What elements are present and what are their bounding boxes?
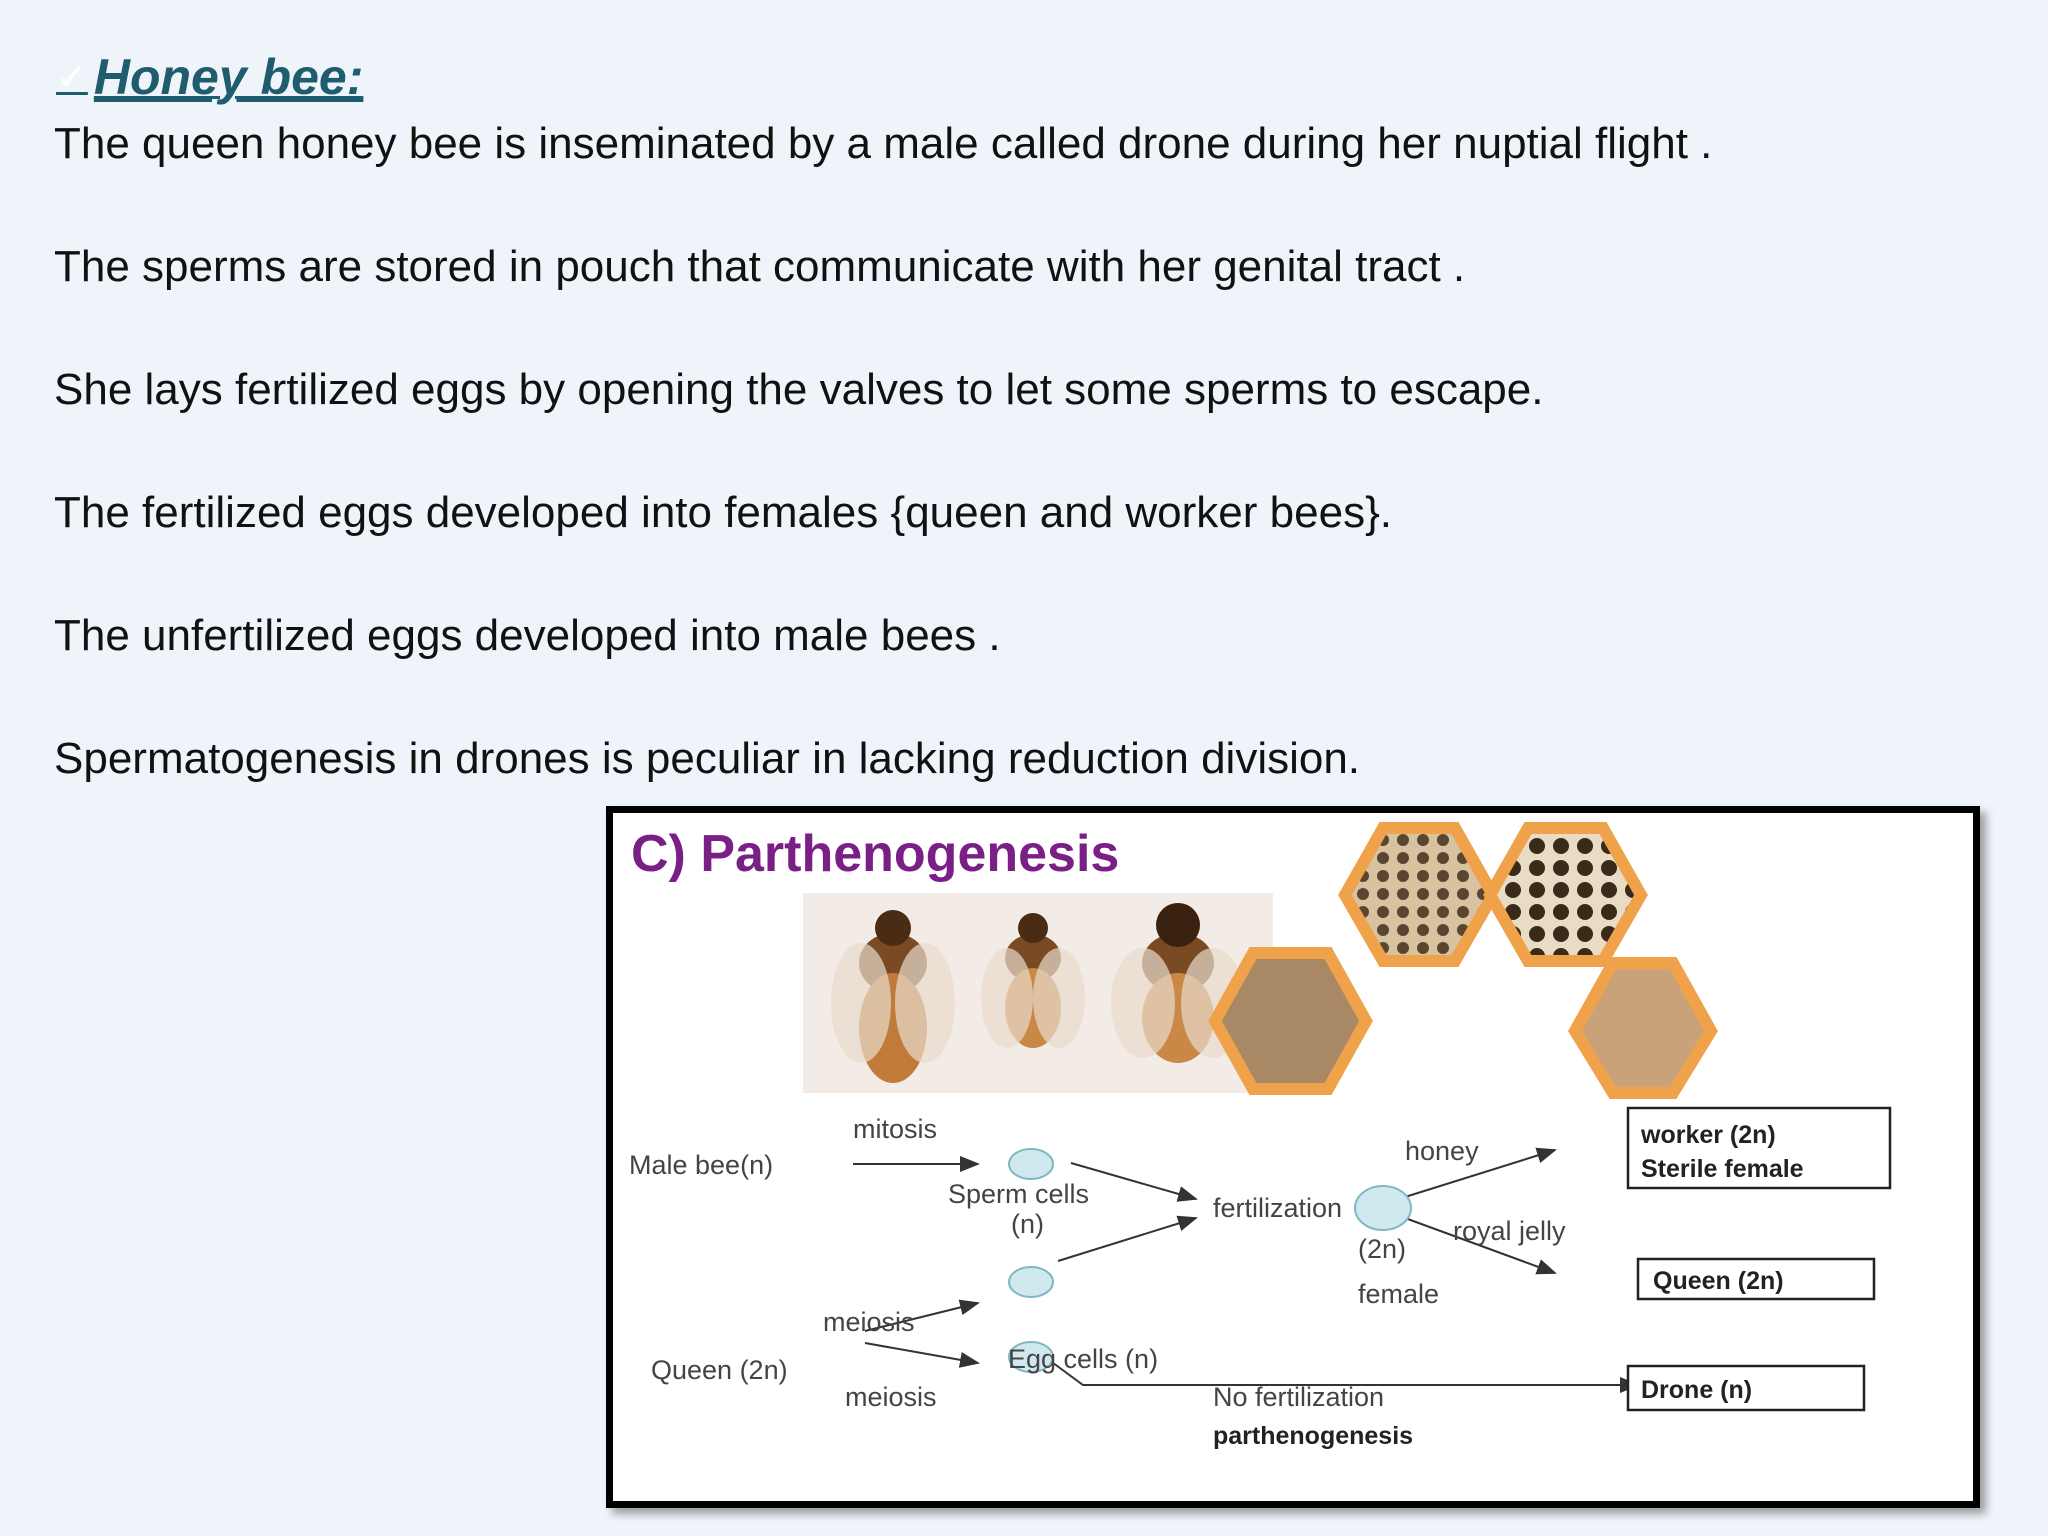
worker-bee-image xyxy=(981,913,1085,1048)
slide-heading: ✓ Honey bee: xyxy=(56,48,363,106)
queen-box: Queen (2n) xyxy=(1636,1257,1876,1301)
label-sperm-n: (n) xyxy=(1011,1209,1044,1239)
cells xyxy=(1008,1148,1412,1373)
queen-bee-image xyxy=(831,910,955,1083)
paragraph-5: The unfertilized eggs developed into mal… xyxy=(54,611,1001,660)
parthenogenesis-diagram: C) Parthenogenesis xyxy=(629,822,1892,1450)
label-sperm-cells: Sperm cells xyxy=(948,1179,1089,1209)
drone-box-label: Drone (n) xyxy=(1641,1376,1752,1404)
egg-cell-top xyxy=(1008,1266,1054,1298)
queen-box-label: Queen (2n) xyxy=(1653,1267,1784,1295)
paragraph-3: She lays fertilized eggs by opening the … xyxy=(54,365,1544,414)
zygote-cell xyxy=(1354,1185,1412,1231)
label-honey: honey xyxy=(1405,1136,1479,1166)
label-no-fertilization: No fertilization xyxy=(1213,1382,1384,1412)
egg-cell-bottom xyxy=(1008,1341,1054,1373)
paragraph-1: The queen honey bee is inseminated by a … xyxy=(54,119,1713,168)
label-royal-jelly: royal jelly xyxy=(1453,1216,1566,1246)
diagram-arrows xyxy=(853,1147,1640,1393)
arrow-honey xyxy=(1404,1147,1557,1198)
arrow-sperm-to-fertilization xyxy=(1070,1162,1198,1202)
drone-box: Drone (n) xyxy=(1626,1364,1866,1412)
label-egg-cells: Egg cells (n) xyxy=(1008,1344,1158,1374)
paragraph-6: Spermatogenesis in drones is peculiar in… xyxy=(54,734,1361,783)
honeycomb-images xyxy=(1208,822,1718,1099)
label-2n: (2n) xyxy=(1358,1234,1406,1264)
paragraph-2: The sperms are stored in pouch that comm… xyxy=(54,242,1466,291)
paragraph-4: The fertilized eggs developed into femal… xyxy=(54,488,1392,537)
label-female: female xyxy=(1358,1279,1439,1309)
arrow-parthenogenesis xyxy=(1044,1356,1640,1393)
bees-illustration xyxy=(803,893,1273,1093)
arrow-royal-jelly xyxy=(1404,1217,1557,1275)
worker-box-line2: Sterile female xyxy=(1641,1155,1804,1183)
arrow-egg-to-fertilization xyxy=(1057,1215,1198,1262)
worker-box: worker (2n) Sterile female xyxy=(1626,1106,1892,1190)
label-mitosis: mitosis xyxy=(853,1114,937,1144)
worker-box-line1: worker (2n) xyxy=(1640,1121,1776,1149)
arrow-meiosis-bottom xyxy=(864,1342,980,1368)
label-male-bee: Male bee(n) xyxy=(629,1150,773,1180)
checkmark-icon: ✓ xyxy=(56,56,88,99)
parthenogenesis-figure: C) Parthenogenesis xyxy=(606,806,1980,1508)
figure-title: C) Parthenogenesis xyxy=(631,825,1119,883)
sperm-cell xyxy=(1008,1148,1054,1180)
label-fertilization: fertilization xyxy=(1213,1193,1342,1223)
label-meiosis-bottom: meiosis xyxy=(845,1382,937,1412)
label-parthenogenesis: parthenogenesis xyxy=(1213,1422,1413,1450)
label-meiosis-top: meiosis xyxy=(823,1307,915,1337)
heading-text: Honey bee: xyxy=(93,49,364,105)
label-queen: Queen (2n) xyxy=(651,1355,788,1385)
arrow-meiosis-top xyxy=(864,1299,980,1332)
